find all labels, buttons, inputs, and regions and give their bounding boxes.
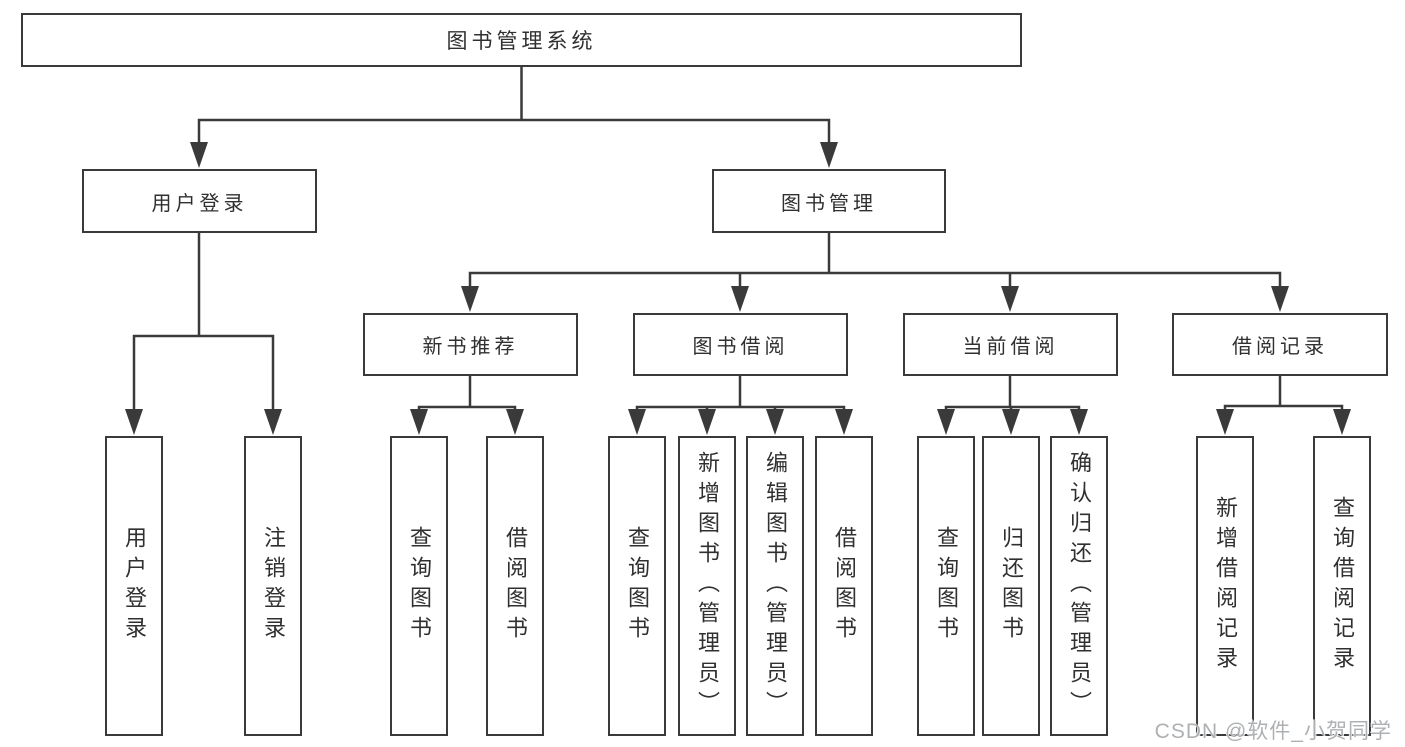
arrowhead: [835, 409, 853, 435]
arrowhead: [410, 409, 428, 435]
leaf-user-login: 用户登录: [105, 436, 163, 736]
leaf-newbook-borrow-books: 借阅图书: [486, 436, 544, 736]
arrowhead: [461, 286, 479, 312]
node-book-management: 图书管理: [712, 169, 946, 233]
leaf-current-confirm-return-admin: 确认归还（管理员）: [1050, 436, 1108, 736]
arrowheads: [125, 142, 1351, 435]
leaf-borrowing-add-books-admin: 新增图书（管理员）: [678, 436, 736, 736]
arrowhead: [506, 409, 524, 435]
node-user-login: 用户登录: [82, 169, 317, 233]
arrowhead: [1333, 409, 1351, 435]
leaf-logout: 注销登录: [244, 436, 302, 736]
leaf-borrowing-edit-books-admin: 编辑图书（管理员）: [746, 436, 804, 736]
node-new-book-recommend: 新书推荐: [363, 313, 578, 376]
arrowhead: [628, 409, 646, 435]
leaf-newbook-query-books: 查询图书: [390, 436, 448, 736]
node-root: 图书管理系统: [21, 13, 1022, 67]
arrowhead: [125, 409, 143, 435]
arrowhead: [1216, 409, 1234, 435]
arrowhead: [937, 409, 955, 435]
arrowhead: [264, 409, 282, 435]
leaf-current-query-books: 查询图书: [917, 436, 975, 736]
arrowhead: [766, 409, 784, 435]
arrowhead: [820, 142, 838, 168]
arrowhead: [1002, 409, 1020, 435]
leaf-records-query-record: 查询借阅记录: [1313, 436, 1371, 736]
node-book-borrowing: 图书借阅: [633, 313, 848, 376]
node-current-borrowing: 当前借阅: [903, 313, 1118, 376]
leaf-borrowing-query-books: 查询图书: [608, 436, 666, 736]
watermark: CSDN @软件_小贺同学: [1154, 720, 1392, 743]
arrowhead: [190, 142, 208, 168]
leaf-current-return-books: 归还图书: [982, 436, 1040, 736]
arrowhead: [1070, 409, 1088, 435]
arrowhead: [698, 409, 716, 435]
leaf-records-add-record: 新增借阅记录: [1196, 436, 1254, 736]
arrowhead: [1001, 286, 1019, 312]
node-borrowing-records: 借阅记录: [1172, 313, 1388, 376]
arrowhead: [1271, 286, 1289, 312]
leaf-borrowing-borrow-books: 借阅图书: [815, 436, 873, 736]
arrowhead: [731, 286, 749, 312]
